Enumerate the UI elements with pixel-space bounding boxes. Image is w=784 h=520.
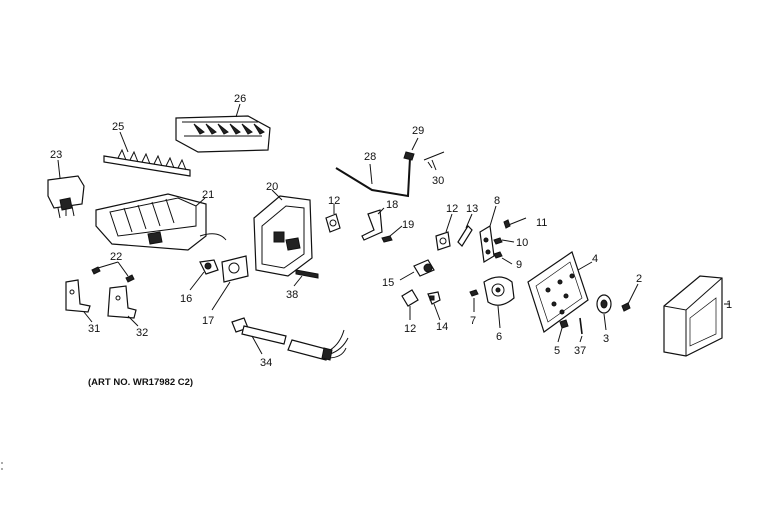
part-34-fill-tube [231,317,287,355]
callout-29: 29 [412,125,424,137]
part-12-cam-b [435,213,453,251]
part-20-support-housing [253,189,313,277]
callout-28: 28 [364,151,376,163]
callout-21: 21 [202,189,214,201]
callout-14: 14 [436,321,448,333]
part-12-cam-c [401,289,419,320]
callout-12-upper: 12 [328,195,340,207]
callout-1: 1 [726,299,732,311]
callout-16: 16 [180,293,192,305]
part-7-screw [469,289,479,312]
part-16-switch [189,259,219,291]
part-4-mounting-plate [527,251,593,333]
callout-17: 17 [202,315,214,327]
part-1-cover [663,275,730,357]
part-26-ejector-comb [175,103,271,153]
callout-32: 32 [136,327,148,339]
callout-11: 11 [536,217,547,229]
callout-22: 22 [110,251,122,263]
part-37-pin [579,317,583,343]
part-14-block [427,291,441,321]
part-28-feeler-arm [335,157,411,198]
callout-labels: 1 2 3 4 5 6 7 8 9 10 11 12 12 12 13 14 1… [50,93,732,369]
callout-25: 25 [112,121,124,133]
art-number: (ART NO. WR17982 C2) [88,377,193,388]
callout-6: 6 [496,331,502,343]
part-22-screws [91,261,135,283]
callout-8: 8 [494,195,500,207]
callout-37: 37 [574,345,586,357]
callout-13: 13 [466,203,478,215]
callout-18: 18 [386,199,398,211]
part-8-switch [479,205,497,263]
callout-9: 9 [516,259,522,271]
callout-23: 23 [50,149,62,161]
callout-5: 5 [554,345,560,357]
callout-19: 19 [402,219,414,231]
part-31-bracket [65,279,93,323]
callout-12-middle: 12 [446,203,458,215]
part-30-clip [423,151,445,171]
part-25-ejector-rod [103,131,191,177]
part-2-screw [621,283,639,312]
part-17-gear-plate [211,255,249,311]
part-18-lever [361,207,385,241]
callout-15: 15 [382,277,394,289]
callout-38: 38 [286,289,298,301]
part-10-screw [493,237,515,245]
callout-2: 2 [636,273,642,285]
callout-20: 20 [266,181,278,193]
callout-31: 31 [88,323,100,335]
part-38-pin [293,269,319,287]
callout-30: 30 [432,175,444,187]
part-29-spring [403,137,419,161]
callout-10: 10 [516,237,528,249]
part-9-screw [493,251,513,265]
part-32-bracket [107,285,139,327]
part-21-ice-mold [95,193,227,251]
part-6-motor [483,276,515,329]
part-11-screw [503,217,527,229]
callout-34: 34 [260,357,272,369]
part-3-thermostat [596,294,612,331]
callout-26: 26 [234,93,246,105]
callout-7: 7 [470,315,476,327]
callout-3: 3 [603,333,609,345]
part-23-housing [47,159,85,219]
part-13-switch-arm [457,213,473,247]
part-5-screw [557,319,569,343]
part-15-motor-coupling [399,259,435,281]
part-19-screw [381,225,403,243]
wiring-harness [287,329,349,361]
callout-12-lower: 12 [404,323,416,335]
callout-4: 4 [592,253,598,265]
part-12-cam-a [325,204,341,233]
